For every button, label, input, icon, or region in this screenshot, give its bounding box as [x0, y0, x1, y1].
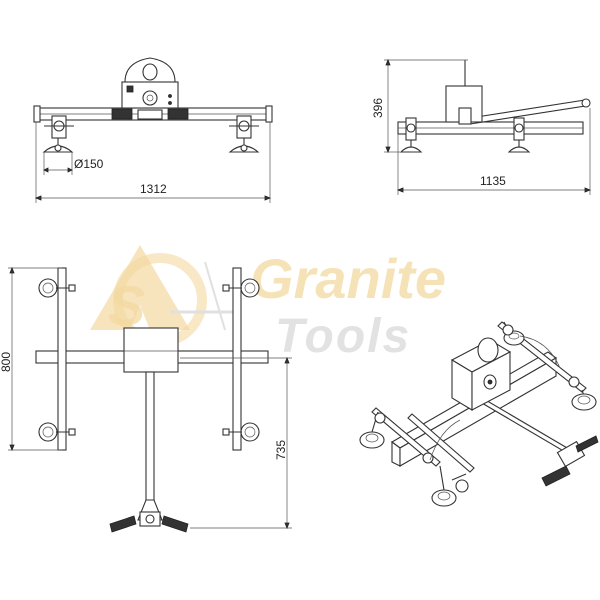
front-width-label: 1312 [140, 182, 167, 196]
iso-grip-left [541, 465, 571, 487]
front-view: Ø150 1312 [33, 57, 273, 203]
cup-diameter-label: Ø150 [74, 157, 104, 171]
watermark-logo-letter: S [108, 274, 145, 337]
top-height-label: 800 [0, 352, 13, 372]
top-left-grip [109, 515, 137, 533]
iso-cup-front-right [431, 465, 469, 507]
top-center-housing [123, 327, 179, 373]
watermark-brand-line1: Granite [250, 247, 446, 310]
isometric-view [359, 321, 599, 507]
watermark-brand-line2: Tools [275, 310, 411, 363]
top-cup-bottom-left [38, 422, 76, 442]
top-right-grip [161, 515, 189, 533]
top-view: 800 735 [0, 266, 292, 533]
top-cup-bottom-right [222, 422, 260, 442]
watermark: S Granite Tools [90, 245, 446, 363]
side-height-label: 396 [371, 98, 385, 118]
iso-grip-right [575, 435, 599, 453]
front-right-cup [228, 115, 260, 153]
top-cup-top-right [222, 278, 260, 298]
top-right-bar [232, 267, 242, 451]
top-handle-shaft [145, 371, 155, 503]
side-handle [469, 99, 586, 125]
top-height-dimension: 800 [0, 266, 62, 452]
side-width-label: 1135 [480, 174, 506, 188]
iso-front-bar [371, 407, 441, 467]
top-left-bar [57, 267, 67, 451]
top-cup-top-left [38, 278, 76, 298]
front-left-cup [42, 115, 74, 153]
side-view: 396 1135 [371, 58, 592, 195]
side-width-dimension: 1135 [396, 108, 592, 195]
top-handle-dimension: 735 [180, 356, 292, 530]
cup-diameter-dimension: Ø150 [43, 152, 104, 175]
front-width-dimension: 1312 [34, 122, 272, 203]
top-handle-label: 735 [274, 440, 288, 460]
side-height-dimension: 396 [371, 58, 468, 154]
iso-cup-back-right [571, 389, 597, 411]
